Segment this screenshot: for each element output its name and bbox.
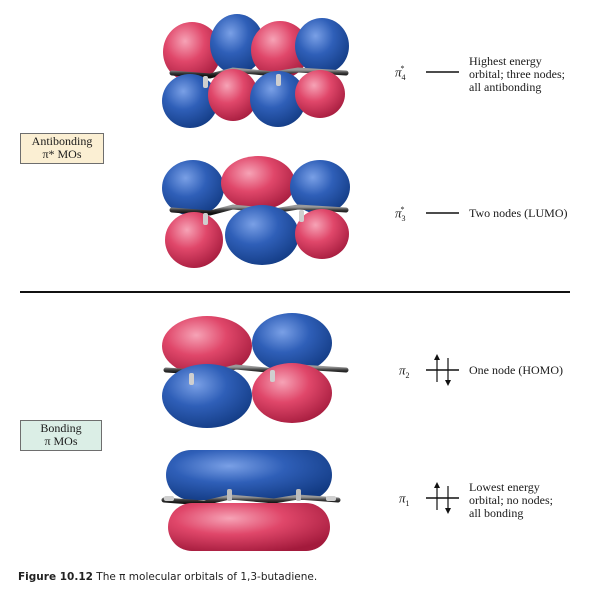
pi1-orbital-diagram <box>161 450 341 551</box>
pi2-description-line-1: One node (HOMO) <box>469 363 563 377</box>
figure-caption-text: The π molecular orbitals of 1,3-butadien… <box>96 571 318 583</box>
pi4-lobe-bottom-4 <box>295 70 345 118</box>
pi4-carbon-chain <box>169 67 349 79</box>
pi4-description-line-3: all antibonding <box>469 80 542 94</box>
pi1-lobe-top <box>166 450 332 500</box>
pi2-lobe-top-right <box>252 313 332 373</box>
figure-caption: Figure 10.12 The π molecular orbitals of… <box>18 571 317 583</box>
pi1-carbon-chain <box>161 494 341 506</box>
figure-label: Figure 10.12 <box>18 571 93 583</box>
pi3-lobe-top-1 <box>162 160 224 216</box>
bonding-label-line-2: π MOs <box>44 434 78 448</box>
pi2-lobe-bottom-right <box>252 363 332 423</box>
pi1-description-line-3: all bonding <box>469 506 524 520</box>
pi1-description: Lowest energy orbital; no nodes; all bon… <box>469 481 553 520</box>
energy-levels <box>426 71 459 514</box>
pi4-description-line-1: Highest energy <box>469 54 542 68</box>
antibonding-label-line-2: π* MOs <box>42 147 82 161</box>
pi2-lobe-top-left <box>162 316 252 376</box>
pi2-orbital-diagram <box>162 313 349 428</box>
antibonding-label-box: Antibonding π* MOs <box>20 133 104 164</box>
pi3-lobe-bottom-1 <box>165 212 223 268</box>
pi1-lobe-bottom <box>168 503 330 551</box>
pi1-description-line-2: orbital; no nodes; <box>469 493 553 507</box>
pi4-lobe-top-4 <box>295 18 349 74</box>
pi4-description: Highest energy orbital; three nodes; all… <box>469 55 565 94</box>
pi2-description: One node (HOMO) <box>469 364 563 377</box>
pi3-lobe-top-center <box>221 156 295 210</box>
pi3-lobe-top-4 <box>290 160 350 214</box>
antibonding-label-line-1: Antibonding <box>31 134 93 148</box>
pi4-lobe-top-3 <box>251 21 309 79</box>
pi3-orbital-diagram <box>162 156 350 268</box>
pi3-lobe-bottom-4 <box>295 209 349 259</box>
pi4-description-line-2: orbital; three nodes; <box>469 67 565 81</box>
pi1-description-line-1: Lowest energy <box>469 480 540 494</box>
pi3-symbol: π3* <box>395 205 406 223</box>
pi2-symbol: π2 <box>399 362 410 380</box>
pi2-lobe-bottom-left <box>162 364 252 428</box>
pi3-description-line-1: Two nodes (LUMO) <box>469 206 568 220</box>
pi3-description: Two nodes (LUMO) <box>469 207 567 220</box>
pi4-lobe-top-2 <box>210 14 264 74</box>
pi4-orbital-diagram <box>162 14 349 128</box>
pi4-lobe-bottom-3 <box>250 71 306 127</box>
bonding-label-box: Bonding π MOs <box>20 420 102 451</box>
pi4-lobe-bottom-2 <box>208 69 258 121</box>
pi3-lobe-bottom-center <box>225 205 299 265</box>
bonding-label-line-1: Bonding <box>40 421 82 435</box>
pi1-symbol: π1 <box>399 490 410 508</box>
pi4-symbol: π4* <box>395 64 406 82</box>
pi4-lobe-top-1 <box>163 22 221 82</box>
